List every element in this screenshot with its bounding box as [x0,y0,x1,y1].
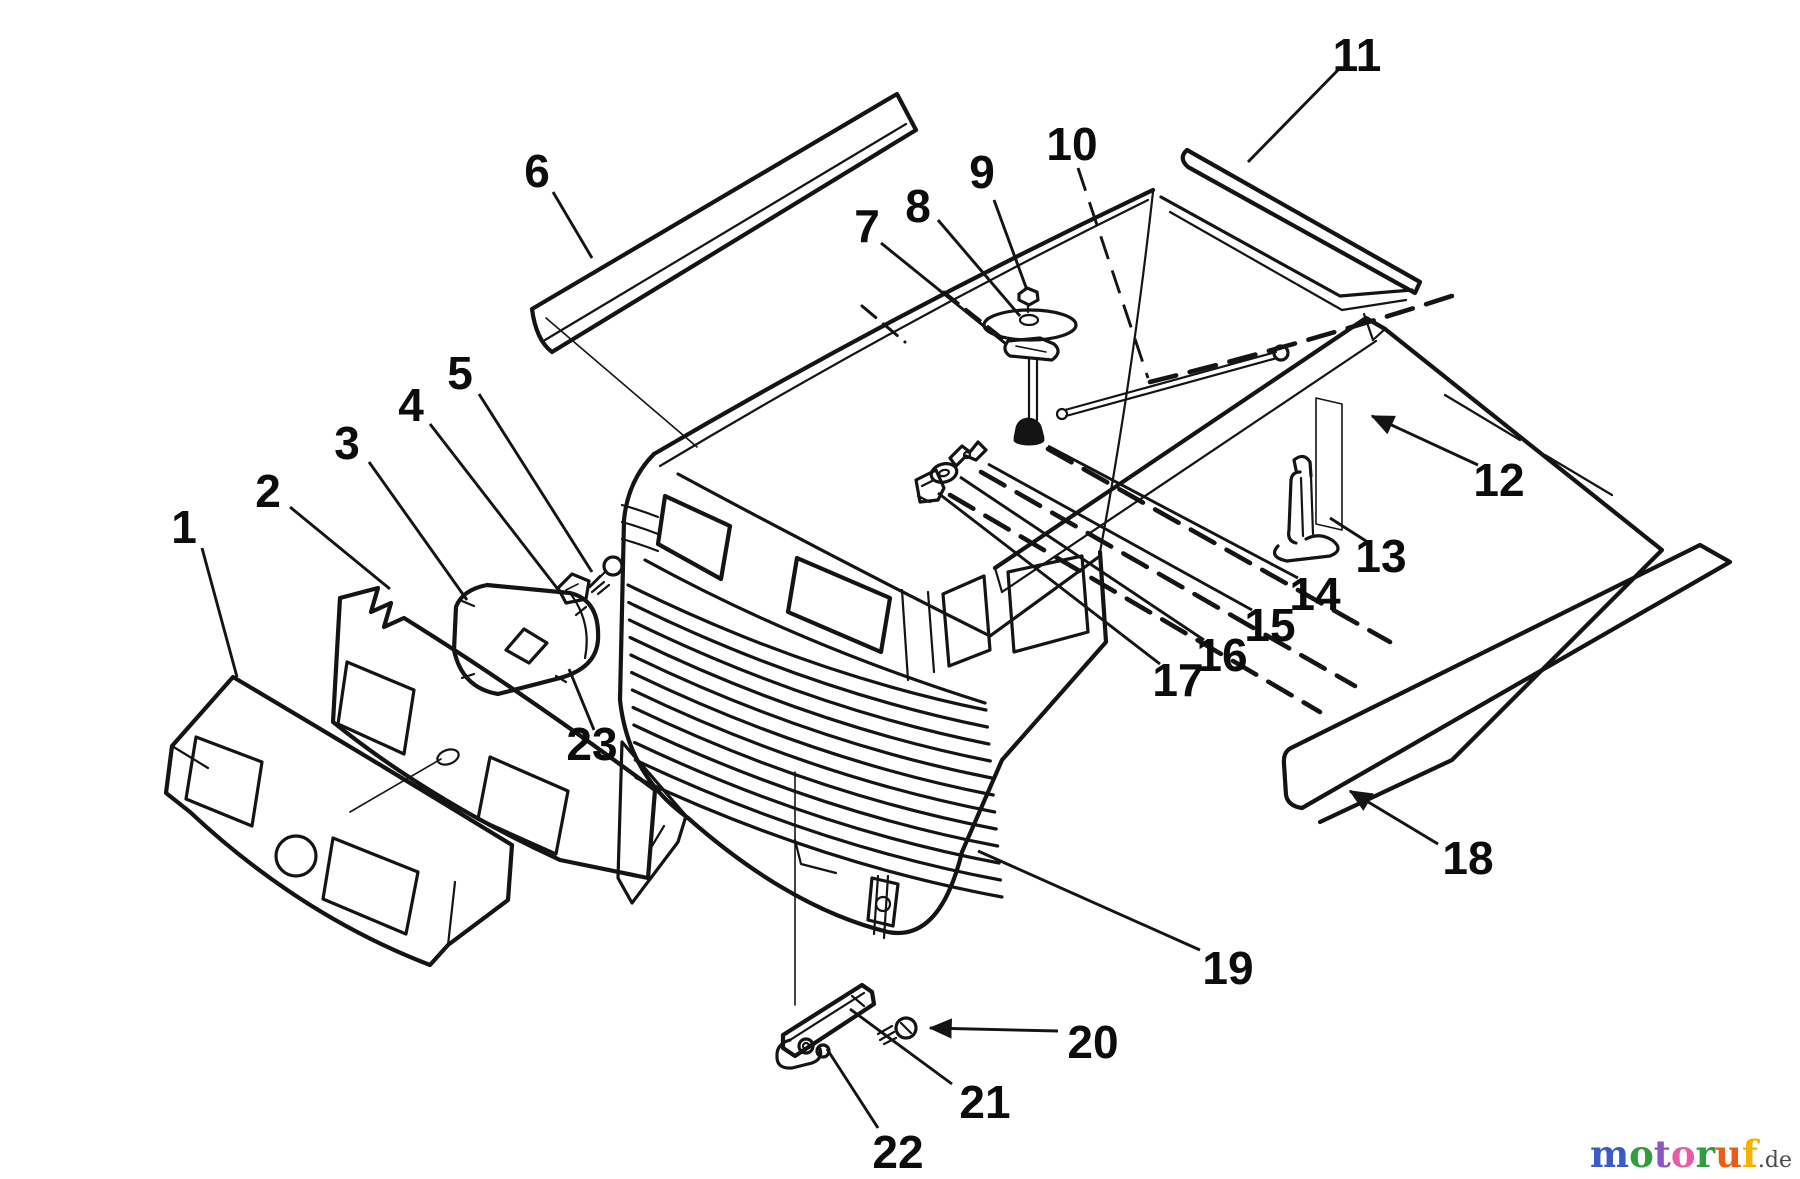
callout-leader-10 [1076,167,1150,379]
louver-line [632,740,1001,865]
louver-line [629,653,994,780]
louver-line [627,600,990,729]
watermark-letter: f [1741,1132,1758,1176]
upper-trim-strip [529,91,919,448]
callout-label-7: 7 [854,200,880,252]
callout-label-14: 14 [1289,568,1341,620]
watermark-letter: o [1629,1132,1654,1176]
rear-trim-strip [1180,147,1423,296]
explode-dashed-lines [860,290,1393,715]
louver-line [630,670,995,797]
louver-line-short [620,537,660,553]
callout-label-5: 5 [447,347,473,399]
callout-leader-12 [1370,414,1479,467]
grille-louvers [620,503,1004,899]
callout-label-9: 9 [969,146,995,198]
louver-line [633,758,1003,882]
louver-line [634,775,1004,899]
callout-leader-1 [200,547,239,678]
callout-label-2: 2 [255,465,281,517]
callout-label-20: 20 [1067,1016,1118,1068]
callout-label-21: 21 [959,1076,1010,1128]
callout-label-4: 4 [398,379,424,431]
callout-label-3: 3 [334,417,360,469]
callout-leader-19 [977,849,1201,952]
louver-line [631,705,998,831]
watermark-letter: r [1695,1132,1716,1176]
callout-label-6: 6 [524,145,550,197]
louver-line [628,635,992,763]
callout-leader-22 [825,1048,880,1129]
rod-path-dashed [1147,292,1458,385]
watermark-motoruf: motoruf.de [1590,1136,1792,1173]
diamond-cutout [504,627,549,665]
callout-leader-3 [367,461,469,601]
callout-leader-14 [1047,444,1299,580]
louver-line-short [620,503,660,519]
callout-label-11: 11 [1333,29,1382,81]
callout-leader-17 [937,491,1161,666]
latch-hook-plate [1003,336,1060,362]
watermark-letter: t [1653,1132,1671,1176]
watermark-word: motoruf [1590,1132,1758,1176]
callout-label-10: 10 [1046,118,1097,170]
watermark-suffix: .de [1757,1148,1792,1173]
callout-leader-4 [428,423,562,593]
callout-label-15: 15 [1244,599,1295,651]
callout-label-1: 1 [171,501,197,553]
callout-leader-6 [551,191,594,259]
callout-leader-13 [1329,516,1367,543]
callout-label-19: 19 [1202,942,1253,994]
callout-leader-15 [987,462,1253,612]
latch-striker [1272,397,1343,563]
hood-support-rod [1055,292,1458,421]
callout-leader-11 [1246,68,1340,164]
watermark-letter: m [1589,1132,1630,1176]
hood-rear-lip [1159,195,1414,298]
hood-bumper-stack [982,286,1078,446]
washer [929,462,959,484]
latch-bracket-bar [780,982,877,1059]
louver-line [632,723,1000,848]
panel-crease-dashes [1443,393,1614,497]
callout-label-12: 12 [1473,454,1524,506]
watermark-letter: u [1715,1132,1742,1176]
callout-leader-21 [849,1007,953,1086]
hood-latch-assembly [775,771,918,1070]
callout-leader-23 [567,668,596,731]
headlight-pod [451,582,601,697]
callout-leader-20 [928,1018,1059,1039]
lower-trim-strip [1281,542,1733,811]
watermark-letter: o [1670,1132,1696,1176]
callout-leader-7 [880,241,1007,346]
alignment-ghost-line [545,317,698,448]
latch-hook [775,1038,823,1070]
alignment-pointer-line [349,758,442,813]
latch-screw-head [894,1016,918,1040]
callout-leader-16 [959,475,1205,642]
callout-label-18: 18 [1442,832,1493,884]
louver-line [627,618,991,746]
front-bumper-panel [163,674,515,968]
callout-leader-2 [289,505,391,591]
shoulder-screw [586,555,624,596]
callout-leader-5 [477,393,594,573]
callout-label-8: 8 [905,180,931,232]
wing-nut [948,440,988,468]
callout-leader-18 [1348,789,1439,846]
callout-leader-8 [936,219,1022,317]
callout-label-13: 13 [1355,530,1406,582]
hood [616,187,1414,940]
callout-label-23: 23 [566,718,617,770]
louver-line [626,583,988,712]
callout-label-22: 22 [872,1126,923,1178]
callout-leader-9 [992,199,1029,291]
hood-latch-clip [556,572,591,605]
louver-line [630,688,997,814]
callout-label-17: 17 [1152,654,1203,706]
callout-label-16: 16 [1196,629,1247,681]
louver-line-short [620,520,660,536]
